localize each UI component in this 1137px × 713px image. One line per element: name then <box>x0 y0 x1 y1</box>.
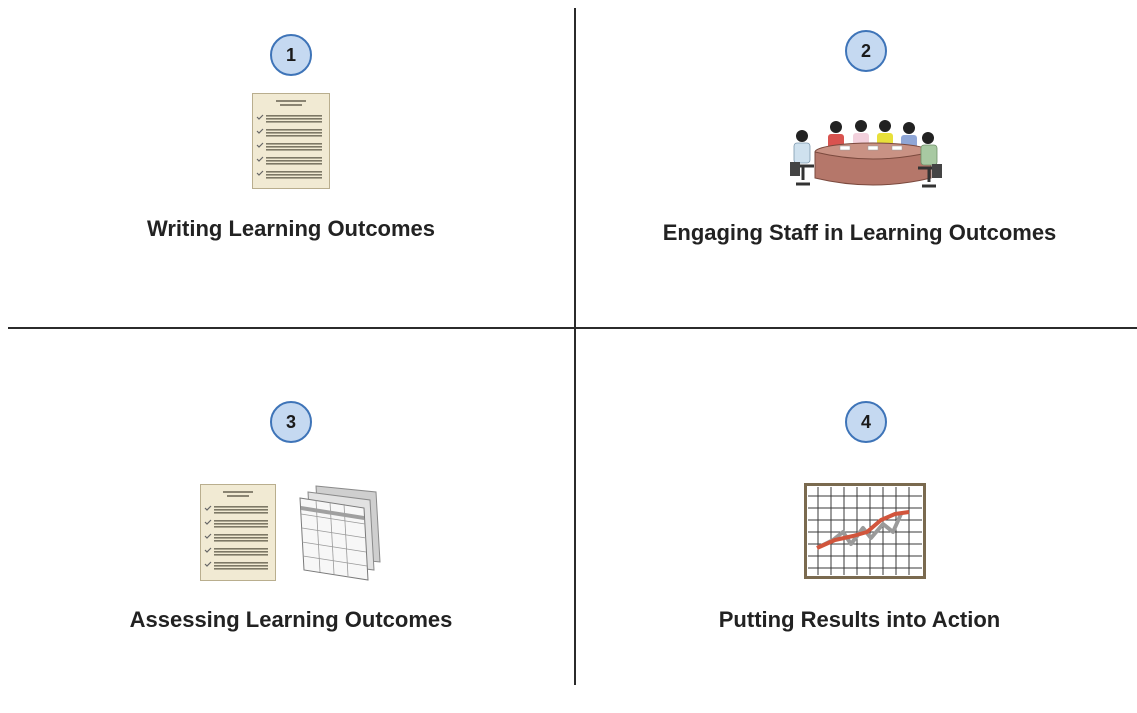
checklist-document-icon <box>252 93 330 189</box>
step-3-badge: 3 <box>270 401 312 443</box>
vertical-divider <box>574 8 576 685</box>
step-2-title: Engaging Staff in Learning Outcomes <box>662 220 1057 245</box>
step-4-title: Putting Results into Action <box>718 607 1001 632</box>
checklist-and-spreadsheet-icon <box>200 484 381 581</box>
step-1-badge: 1 <box>270 34 312 76</box>
step-1-title: Writing Learning Outcomes <box>146 216 436 241</box>
meeting-table-icon <box>790 120 942 188</box>
step-3-title: Assessing Learning Outcomes <box>129 607 453 632</box>
step-4-badge: 4 <box>845 401 887 443</box>
horizontal-divider <box>8 327 1137 329</box>
trend-chart-icon <box>804 483 926 579</box>
step-2-badge: 2 <box>845 30 887 72</box>
